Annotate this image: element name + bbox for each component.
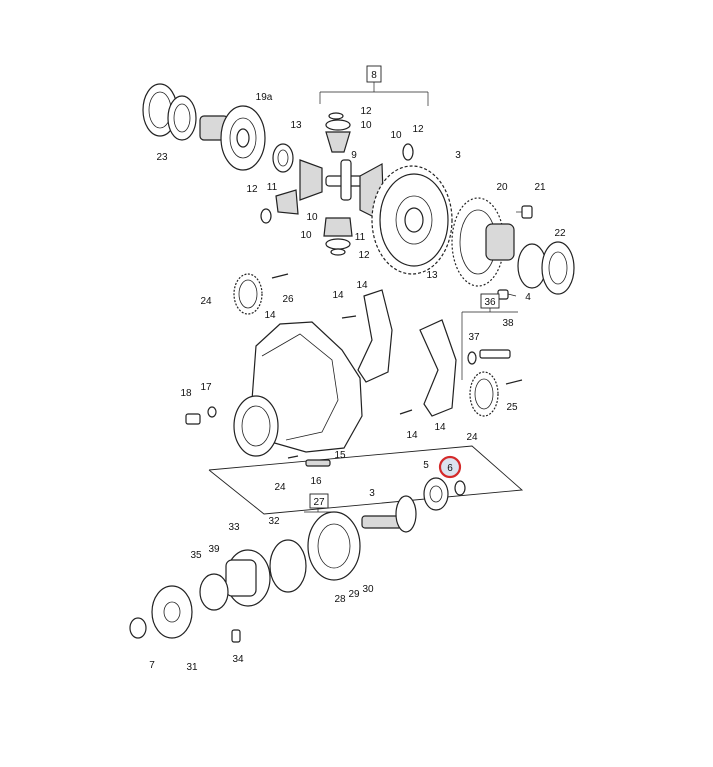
callout-12-left: 12	[246, 184, 258, 195]
side-gear-10-top	[325, 119, 351, 153]
callout-14-housing: 14	[264, 310, 276, 321]
callout-26: 26	[282, 294, 294, 305]
callout-10-left: 10	[306, 212, 318, 223]
stud-15-16	[287, 455, 331, 467]
adjuster-nut-24-left	[233, 273, 263, 315]
callout-21: 21	[534, 182, 546, 193]
callout-33: 33	[228, 522, 240, 533]
callout-18: 18	[180, 388, 192, 399]
callout-12-top: 12	[360, 106, 372, 117]
callout-24-bottom: 24	[274, 482, 286, 493]
adjuster-37-38	[467, 349, 511, 365]
side-gear-10-left	[275, 189, 299, 215]
callout-19a: 19a	[256, 92, 273, 103]
lock-pin-26	[271, 273, 289, 279]
callout-16: 16	[310, 476, 322, 487]
callout-30: 30	[362, 584, 374, 595]
callout-14-b: 14	[356, 280, 368, 291]
bolt-21	[516, 205, 533, 219]
callout-3-pinion: 3	[369, 488, 375, 499]
highlighted-callout-6[interactable]: 6	[438, 455, 462, 479]
washer-6	[454, 480, 466, 496]
callout-34: 34	[232, 654, 244, 665]
callout-9: 9	[351, 150, 357, 161]
washers-12	[260, 112, 414, 256]
callout-13-lower: 13	[426, 270, 438, 281]
drive-pinion-3	[361, 495, 417, 533]
bearing-cap-14-right	[419, 319, 457, 417]
callout-27-box: 27	[309, 493, 329, 509]
axle-bearing-23	[142, 83, 197, 141]
carrier-housing	[233, 321, 363, 457]
cross-shaft-9	[325, 159, 367, 201]
callout-11-left: 11	[267, 182, 278, 193]
washer-13-upper	[272, 143, 294, 173]
adjuster-nut-24-right	[469, 371, 499, 417]
callout-14-a: 14	[332, 290, 344, 301]
callout-27-label: 27	[313, 497, 325, 508]
callout-7: 7	[149, 660, 155, 671]
ring-gear-3	[371, 165, 453, 275]
bearing-cap-14-left	[357, 289, 393, 383]
bearing-22	[517, 241, 575, 295]
callout-35: 35	[190, 550, 202, 561]
callout-20: 20	[496, 182, 508, 193]
callout-36-box: 36	[480, 293, 500, 309]
bolt-34	[231, 629, 241, 643]
pinion-group-frame	[208, 445, 524, 515]
callout-6-label: 6	[447, 463, 453, 474]
cap-bolts-14	[341, 315, 413, 415]
diff-case-20	[451, 197, 515, 287]
callout-32: 32	[268, 516, 280, 527]
callout-31: 31	[186, 662, 198, 673]
callout-22: 22	[554, 228, 566, 239]
side-gear-10-bottom	[323, 217, 353, 250]
callout-36-label: 36	[484, 297, 496, 308]
plug-18-17	[185, 406, 217, 425]
callout-39: 39	[208, 544, 220, 555]
callout-29: 29	[348, 589, 360, 600]
callout-12-bottom: 12	[358, 250, 370, 261]
callout-8-label: 8	[371, 70, 377, 81]
o-ring-32	[269, 539, 307, 593]
group-8-bracket	[319, 82, 429, 106]
callout-10-top: 10	[360, 120, 372, 131]
nut-7	[129, 617, 147, 639]
callout-10-right: 10	[390, 130, 402, 141]
pinion-gear-11-left	[299, 159, 323, 201]
callout-5: 5	[423, 460, 429, 471]
callout-38: 38	[502, 318, 514, 329]
callout-24-right: 24	[466, 432, 478, 443]
callout-10-bottom: 10	[300, 230, 312, 241]
callout-28: 28	[334, 594, 346, 605]
callout-23: 23	[156, 152, 168, 163]
callout-25: 25	[506, 402, 518, 413]
callout-24-top: 24	[200, 296, 212, 307]
retainer-27	[307, 511, 361, 581]
bearing-5	[423, 477, 449, 511]
callout-labels: 19a 13 12 10 10 12 23 9 3 11 12 10 11 13…	[149, 92, 566, 673]
housing-33	[225, 549, 271, 607]
flange-35	[151, 585, 193, 639]
bolt-4	[497, 289, 517, 300]
callout-12-right: 12	[412, 124, 424, 135]
callout-8-box: 8	[366, 65, 382, 83]
seal-39	[199, 573, 229, 611]
callout-3-ring: 3	[455, 150, 461, 161]
callout-14-c: 14	[406, 430, 418, 441]
callout-15: 15	[334, 450, 346, 461]
axle-flange-19a	[199, 105, 266, 171]
callout-37: 37	[468, 332, 480, 343]
callout-13-upper: 13	[290, 120, 302, 131]
callout-14-d: 14	[434, 422, 446, 433]
callout-17: 17	[200, 382, 212, 393]
callout-4: 4	[525, 292, 531, 303]
callout-11-right: 11	[355, 232, 366, 243]
lock-pin-25	[505, 379, 523, 385]
